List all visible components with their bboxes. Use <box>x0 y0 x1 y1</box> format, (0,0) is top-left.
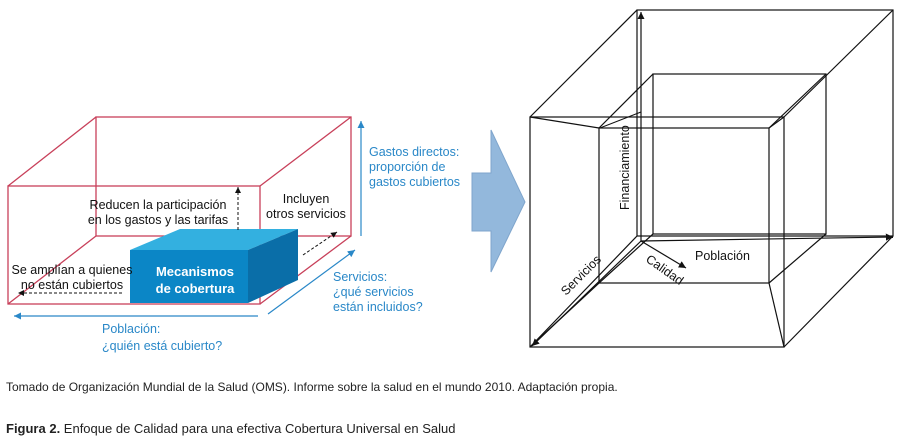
gastos-label-line3: gastos cubiertos <box>369 175 460 189</box>
extend-label-line2: no están cubiertos <box>21 278 123 292</box>
gastos-label-line1: Gastos directos: <box>369 145 459 159</box>
calidad-axis <box>640 240 687 269</box>
include-label-line2: otros servicios <box>266 207 346 221</box>
coverage-mechanisms-box: Mecanismos de cobertura <box>130 229 298 303</box>
include-arrow <box>302 231 338 256</box>
source-note: Tomado de Organización Mundial de la Sal… <box>6 380 618 394</box>
servicios-axis <box>531 240 642 347</box>
figure-caption-prefix: Figura 2. <box>6 421 61 436</box>
box-label-line2: de cobertura <box>156 281 236 296</box>
servicios-label: Servicios <box>558 252 604 298</box>
servicios-label-line1: Servicios: <box>333 270 387 284</box>
reduce-label-line2: en los gastos y las tarifas <box>88 213 228 227</box>
figure-caption: Figura 2. Enfoque de Calidad para una ef… <box>6 421 456 436</box>
servicios-arrow <box>267 249 356 315</box>
extend-label-line1: Se amplían a quienes <box>12 263 133 277</box>
transition-arrow <box>471 129 526 273</box>
box-label-line1: Mecanismos <box>156 264 234 279</box>
quality-cube-axes <box>531 12 894 347</box>
poblacion-label-line1: Población: <box>102 322 160 336</box>
coverage-box-diagram: Mecanismos de cobertura Reducen la parti… <box>7 116 460 353</box>
financiamiento-label: Financiamiento <box>618 125 632 210</box>
quality-cube-diagram <box>529 9 894 348</box>
poblacion-label-line2: ¿quién está cubierto? <box>102 339 222 353</box>
include-label-line1: Incluyen <box>283 192 330 206</box>
gastos-label-line2: proporción de <box>369 160 445 174</box>
reduce-label-line1: Reducen la participación <box>90 198 227 212</box>
figure-caption-text: Enfoque de Calidad para una efectiva Cob… <box>60 421 456 436</box>
servicios-label-line2: ¿qué servicios <box>333 285 414 299</box>
poblacion-axis <box>640 233 894 242</box>
servicios-label-line3: están incluidos? <box>333 300 423 314</box>
poblacion-label: Población <box>695 249 750 263</box>
